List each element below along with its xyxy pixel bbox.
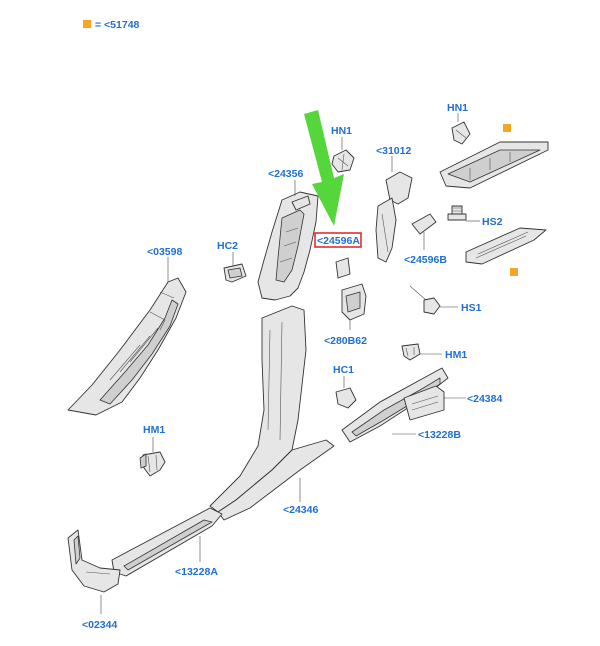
label-hs1: HS1 xyxy=(461,302,482,314)
label-24356: <24356 xyxy=(268,168,303,180)
hs1-screw-part xyxy=(409,285,441,315)
part-labels: HN1 HN1 <31012 <24356 HS2 HC2 <24596A <2… xyxy=(82,102,503,631)
hc1-clip-part xyxy=(335,387,357,409)
clip-24596a-part xyxy=(335,257,351,279)
label-hm1-right: HM1 xyxy=(445,349,467,361)
label-31012: <31012 xyxy=(376,145,411,157)
label-24346: <24346 xyxy=(283,504,318,516)
label-hs2: HS2 xyxy=(482,216,503,228)
label-13228a: <13228A xyxy=(175,566,218,578)
label-24384: <24384 xyxy=(467,393,502,405)
hm1-left-clip-part xyxy=(139,451,166,477)
label-13228b: <13228B xyxy=(418,429,461,441)
b-pillar-upper-part xyxy=(257,191,319,301)
bracket-280b62-part xyxy=(341,283,367,321)
label-hc1: HC1 xyxy=(333,364,354,376)
marker-grille xyxy=(510,268,518,276)
a-pillar-trim-part xyxy=(67,277,187,416)
hc2-clip-part xyxy=(223,263,247,283)
rear-scuff-part xyxy=(341,367,449,443)
label-03598: <03598 xyxy=(147,246,182,258)
hs2-screw-part xyxy=(447,205,467,221)
hn1-nut-small-part xyxy=(331,149,355,173)
label-hn1-mid: HN1 xyxy=(447,102,468,114)
cowl-side-trim-part xyxy=(67,529,121,593)
label-24596b: <24596B xyxy=(404,254,447,266)
label-hc2: HC2 xyxy=(217,240,238,252)
trim-31012-part xyxy=(375,171,413,263)
legend-marker xyxy=(83,20,91,28)
marker-top-right xyxy=(503,124,511,132)
highlight-box xyxy=(314,232,362,248)
b-pillar-lower-part xyxy=(209,305,335,521)
hm1-right-clip-part xyxy=(401,343,421,361)
callout-arrow xyxy=(304,110,344,226)
legend-text: = <51748 xyxy=(95,19,140,31)
clip-24596b-part xyxy=(411,213,437,235)
label-hm1-left: HM1 xyxy=(143,424,165,436)
roof-panel-part xyxy=(439,121,549,189)
label-24596a: <24596A xyxy=(317,235,360,247)
legend: = <51748 xyxy=(83,19,140,31)
grille-cover-part xyxy=(465,227,547,265)
label-hn1-top: HN1 xyxy=(331,125,352,137)
label-02344: <02344 xyxy=(82,619,117,631)
label-280b62: <280B62 xyxy=(324,335,367,347)
